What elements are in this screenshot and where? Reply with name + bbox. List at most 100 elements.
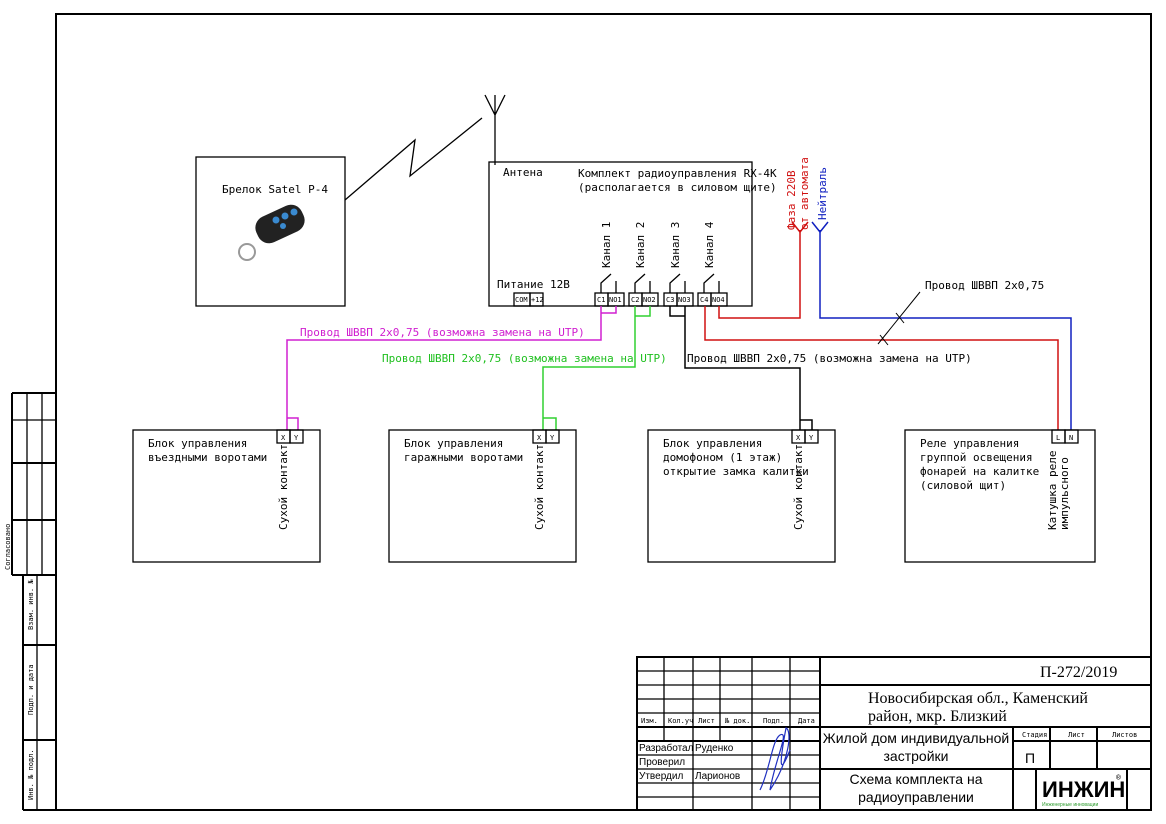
channel-label: Канал 4 [703,221,716,268]
terminal-no-label: NO4 [712,296,725,304]
contact-label: Сухой контакт [792,444,805,530]
terminal-label: X [796,434,801,442]
sheet-title-2: радиоуправлении [858,789,974,805]
svg-text:Стадия: Стадия [1022,731,1047,739]
radio-link [344,117,483,201]
inv-label: Инв. № подл. [27,749,35,800]
block-text: Блок управления [404,437,503,450]
svg-text:Кол.уч: Кол.уч [668,717,693,725]
company-logo: ИНЖИН Инженерные инновации ® [1042,773,1125,808]
title-block: П-272/2019 Новосибирская обл., Каменский… [636,656,1152,811]
terminal-no-label: NO1 [609,296,622,304]
channel-4: C4 NO4 Канал 4 [697,221,728,307]
svg-text:Руденко: Руденко [695,743,734,754]
block-text: Реле управления [920,437,1019,450]
terminal-no-label: NO2 [643,296,656,304]
keyfob-remote-icon [238,204,305,261]
wire-black [669,306,813,430]
terminal-label: L [1056,434,1060,442]
sheet-title-1: Схема комплекта на [850,771,983,787]
power-label: Питание 12В [497,278,570,291]
terminal-c-label: C2 [631,296,639,304]
terminal [1064,429,1079,444]
wire-magenta [286,306,617,430]
power-terminals: COM +12 [513,292,544,307]
wires [286,221,1072,430]
svg-text:Утвердил: Утвердил [639,771,683,782]
side-stamp: Взам. инв. № Подп. и дата Инв. № подл. С… [4,392,56,811]
keyfob-label: Брелок Satel P-4 [222,183,328,196]
terminal [545,429,560,444]
receiver-title: Комплект радиоуправления RX-4K [578,167,777,180]
channel-label: Канал 2 [634,222,647,268]
svg-text:Подп.: Подп. [763,717,784,725]
podp-label: Подп. и дата [27,664,35,715]
terminal-label: Y [294,434,299,442]
phase-source-label: от автомата [798,157,811,230]
block-text: гаражными воротами [404,451,523,464]
svg-text:Дата: Дата [798,717,815,725]
contact-label: Сухой контакт [533,444,546,530]
drawing-frame [55,13,1152,811]
block-text: въездными воротами [148,451,267,464]
terminal [289,429,304,444]
block-text: фонарей на калитке [920,465,1039,478]
sogl-label: Согласовано [4,524,12,570]
wire-black-label: Провод ШВВП 2х0,75 (возможна замена на U… [687,352,972,365]
object-line-2: застройки [884,748,949,764]
phase-label: Фаза 220В [785,170,798,230]
relay-switch-icon [634,273,651,293]
receiver-subtitle: (располагается в силовом щите) [578,181,777,194]
block-text: Блок управления [148,437,247,450]
keyfob-box [195,156,346,307]
channel-3: C3 NO3 Канал 3 [663,222,694,307]
svg-text:®: ® [1116,773,1121,782]
svg-text:Разработал: Разработал [639,742,694,754]
antenna-label: Антена [503,166,543,179]
wire-phase [704,230,1059,430]
neutral-label: Нейтраль [816,167,829,220]
svg-text:Лист: Лист [1068,731,1085,739]
wire-green-label: Провод ШВВП 2х0,75 (возможна замена на U… [382,352,667,365]
terminal [804,429,819,444]
wire-green [542,306,651,430]
block-text: домофоном (1 этаж) [663,451,782,464]
channel-label: Канал 1 [600,222,613,268]
relay-switch-icon [669,273,686,293]
wire-neutral [819,230,1072,430]
svg-text:Проверил: Проверил [639,757,685,768]
svg-text:№ док.: № док. [724,717,750,725]
contact-label: Катушка реле [1046,451,1059,530]
terminal-c-label: C4 [700,296,708,304]
wire-magenta-label: Провод ШВВП 2х0,75 (возможна замена на U… [300,326,585,339]
terminal-label: N [1069,434,1073,442]
channel-label: Канал 3 [669,222,682,268]
stage-value: П [1025,750,1035,766]
antenna-icon [484,94,506,165]
block-text: (силовой щит) [920,479,1006,492]
drawing-code: П-272/2019 [1040,664,1117,681]
svg-text:Листов: Листов [1112,731,1137,739]
wire-power-label: Провод ШВВП 2х0,75 [925,279,1044,292]
object-line-1: Жилой дом индивидуальной [823,730,1009,746]
block-text: Блок управления [663,437,762,450]
terminal-c-label: C3 [666,296,674,304]
svg-text:Ларионов: Ларионов [695,771,740,782]
block-text: открытие замка калитки [663,465,809,478]
terminal-label: X [537,434,542,442]
relay-switch-icon [703,273,720,293]
terminal-no-label: NO3 [678,296,691,304]
svg-text:Инженерные инновации: Инженерные инновации [1042,802,1098,808]
svg-text:Лист: Лист [698,717,715,725]
terminal-label: Y [809,434,814,442]
address-line-1: Новосибирская обл., Каменский [868,690,1088,707]
svg-text:+12: +12 [531,296,544,304]
contact-label: Сухой контакт [277,444,290,530]
contact-label: импульсного [1058,457,1071,530]
